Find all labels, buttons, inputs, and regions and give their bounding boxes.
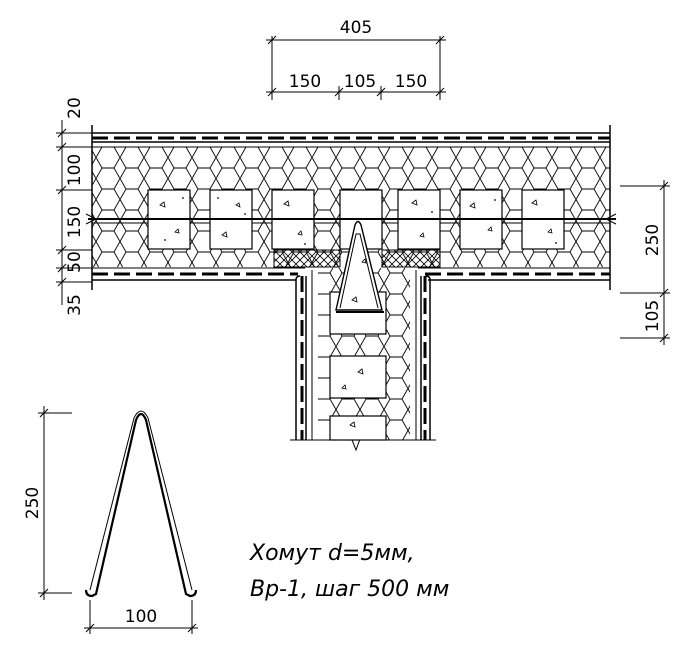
clamp-note: Хомут d=5мм, Вр-1, шаг 500 мм — [249, 541, 449, 602]
clamp-shape — [84, 412, 198, 598]
dim-left-3: 150 — [65, 206, 85, 238]
concrete-block — [329, 355, 387, 399]
clamp-detail: 250 100 — [23, 406, 198, 634]
dim-top-mid: 105 — [344, 72, 376, 92]
dim-clamp-width: 100 — [125, 607, 157, 627]
dim-right-2: 105 — [643, 300, 663, 332]
dim-right-1: 250 — [643, 224, 663, 256]
hatched-strip-left — [273, 249, 341, 268]
hatched-strip-right — [381, 249, 441, 268]
dim-left-2: 100 — [65, 154, 85, 186]
dim-left-4: 50 — [65, 251, 85, 273]
note-line-1: Хомут d=5мм, — [249, 541, 415, 566]
dim-top-right: 150 — [395, 72, 427, 92]
dim-left-1: 20 — [65, 97, 85, 119]
dim-top-total: 405 — [340, 18, 372, 38]
concrete-block — [329, 415, 387, 441]
left-dimensions: 20 100 150 50 35 — [56, 97, 92, 316]
note-line-2: Вр-1, шаг 500 мм — [250, 577, 449, 602]
clamp-in-section — [335, 220, 384, 313]
dim-top-left: 150 — [289, 72, 321, 92]
top-dimensions: 405 150 105 150 — [266, 18, 446, 100]
dim-clamp-height: 250 — [23, 487, 43, 519]
dim-left-5: 35 — [65, 294, 85, 316]
concrete-blocks — [88, 189, 616, 250]
right-dimensions: 250 105 — [620, 180, 670, 345]
